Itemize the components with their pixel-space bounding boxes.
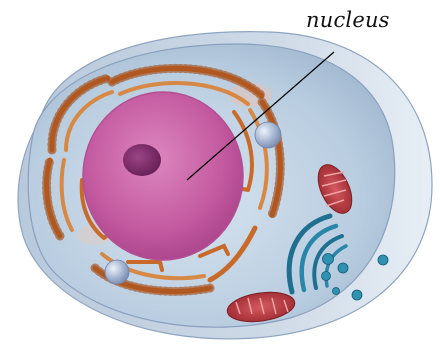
- nucleus-label: nucleus: [306, 8, 390, 32]
- vesicle-large: [105, 260, 129, 284]
- nucleus: [83, 92, 243, 260]
- nucleolus: [123, 144, 161, 176]
- vesicle-large: [255, 122, 281, 148]
